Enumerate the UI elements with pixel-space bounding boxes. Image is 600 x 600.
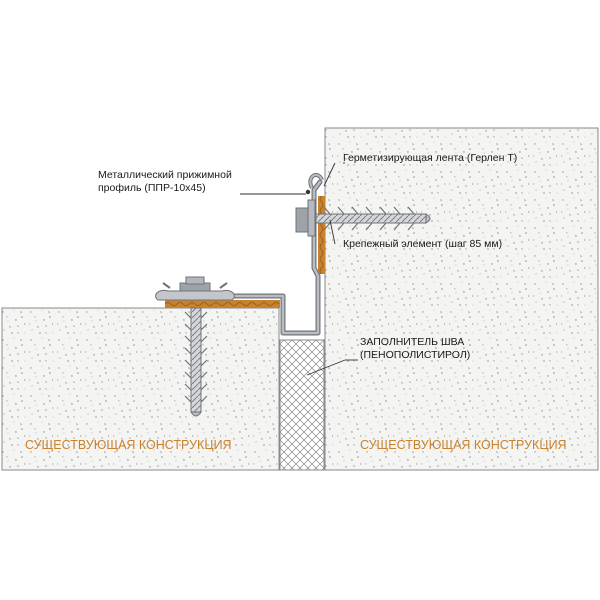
label-sealing-tape: Герметизирующая лента (Герлен Т): [343, 152, 517, 164]
label-profile-line2: профиль (ППР-10х45): [98, 182, 206, 194]
label-filler-line1: ЗАПОЛНИТЕЛЬ ШВА: [360, 336, 464, 348]
right-anchor-dowel: [295, 199, 431, 237]
label-filler-line2: (ПЕНОПОЛИСТИРОЛ): [360, 349, 470, 361]
left-fastener-head: [155, 276, 235, 301]
left-anchor-dowel: [184, 307, 208, 417]
joint-filler-polystyrene: [279, 339, 325, 471]
label-fastener: Крепежный элемент (шаг 85 мм): [343, 238, 502, 250]
annotation-labels: Металлический прижимной профиль (ППР-10х…: [25, 152, 567, 452]
label-structure-left: СУЩЕСТВУЮЩАЯ КОНСТРУКЦИЯ: [25, 438, 232, 452]
leader-lines: [240, 162, 358, 376]
right-concrete-slab: [324, 127, 599, 471]
label-structure-right: СУЩЕСТВУЮЩАЯ КОНСТРУКЦИЯ: [360, 438, 567, 452]
sealing-tape: [164, 195, 325, 308]
label-profile-line1: Металлический прижимной: [98, 169, 232, 181]
left-concrete-slab: [1, 307, 280, 471]
